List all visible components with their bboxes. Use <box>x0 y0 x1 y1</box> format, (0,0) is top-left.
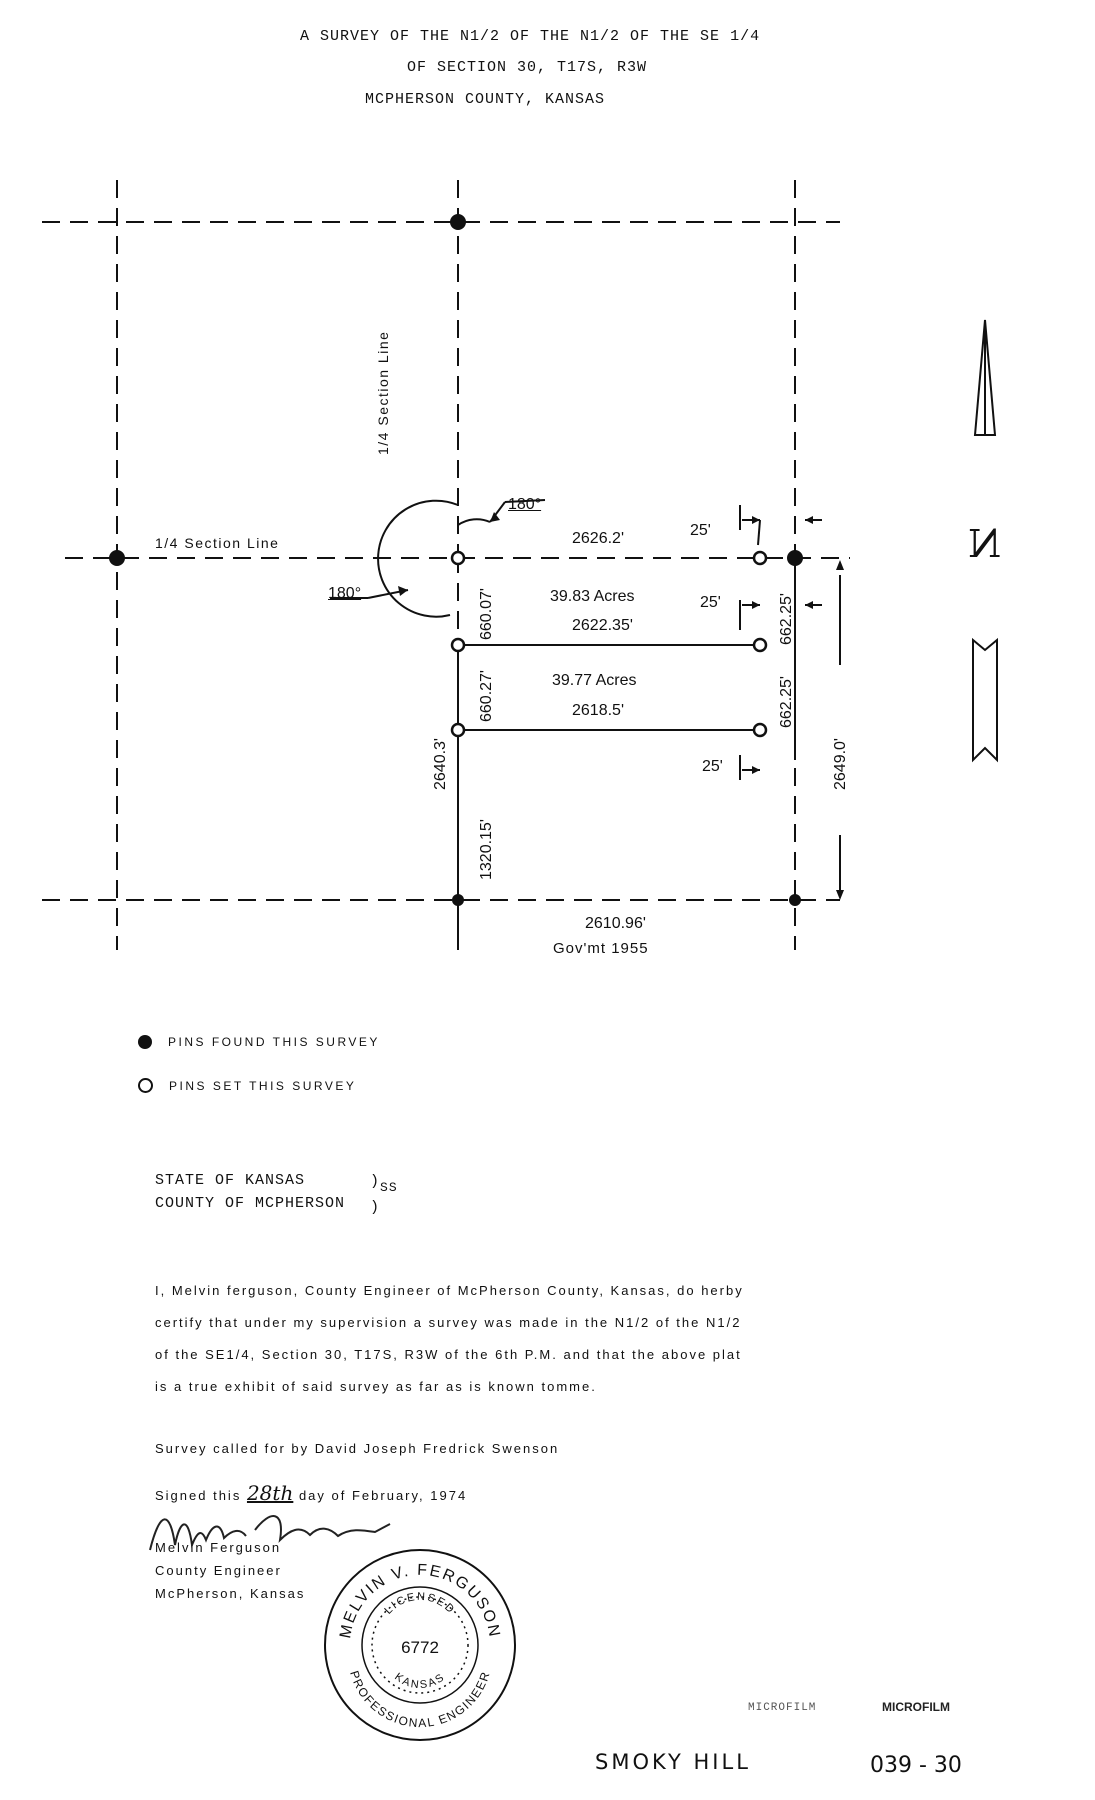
filled-pin-icon <box>138 1035 152 1049</box>
dim-left-lower: 1320.15' <box>478 819 495 880</box>
pin-found <box>789 894 801 906</box>
dim-offset-2: 25' <box>700 594 721 611</box>
pin-found <box>109 550 125 566</box>
dim-right-seg1: 662.25' <box>778 593 795 645</box>
pin-set <box>752 722 768 738</box>
venue-ss-label: SS <box>380 1180 398 1195</box>
legend-set-label: Pins set this survey <box>169 1078 357 1093</box>
pin-found <box>452 894 464 906</box>
quarter-line-label-horizontal: 1/4 Section Line <box>155 535 280 551</box>
signed-suffix: day of February, 1974 <box>298 1488 468 1503</box>
venue-state: STATE OF KANSAS <box>155 1172 306 1189</box>
pin-set <box>752 637 768 653</box>
north-symbol: N <box>968 520 1002 564</box>
dim-offset-1: 25' <box>690 522 711 539</box>
angle-arc-top <box>457 518 491 526</box>
engineer-name: Melvin Ferguson <box>155 1540 282 1555</box>
venue-county: COUNTY OF MCPHERSON <box>155 1195 346 1212</box>
pin-set <box>450 550 466 566</box>
pins-found <box>109 214 803 906</box>
certification-line1: I, Melvin ferguson, County Engineer of M… <box>155 1283 744 1298</box>
certification-line2: certify that under my supervision a surv… <box>155 1315 742 1330</box>
dim-bottom-length: 2610.96' <box>585 915 646 932</box>
legend-found-label: Pins found this survey <box>168 1035 380 1049</box>
dim-right-seg2: 662.25' <box>778 676 795 728</box>
venue-ss: )SS) <box>370 1173 398 1216</box>
engineer-location: McPherson, Kansas <box>155 1586 306 1601</box>
microfilm-stamp-1: MICROFILM <box>748 1702 817 1714</box>
angle-label-left: 180° <box>328 585 362 602</box>
seal-number: 6772 <box>401 1638 439 1657</box>
dim-top-length: 2626.2' <box>572 530 624 547</box>
signed-prefix: Signed this <box>155 1488 242 1503</box>
pin-set <box>752 550 768 566</box>
dim-tract1-acres: 39.83 Acres <box>550 588 635 605</box>
pins-set <box>450 550 768 738</box>
dim-tract2-acres: 39.77 Acres <box>552 672 637 689</box>
signed-day: 28th <box>246 1481 294 1505</box>
legend-found: Pins found this survey <box>138 1035 380 1049</box>
signature <box>149 1515 391 1551</box>
pin-found <box>787 550 803 566</box>
dim-left-seg1: 660.07' <box>478 588 495 640</box>
dim-offset-3: 25' <box>702 758 723 775</box>
plat-diagram <box>42 180 998 950</box>
dim-right-total: 2649.0' <box>832 738 849 790</box>
location-note: SMOKY HILL <box>595 1750 751 1774</box>
certification-line3: of the SE1/4, Section 30, T17S, R3W of t… <box>155 1347 742 1362</box>
engineer-title: County Engineer <box>155 1563 282 1578</box>
legend-set: Pins set this survey <box>138 1078 356 1093</box>
open-pin-icon <box>138 1078 153 1093</box>
angle-arc-left <box>377 499 459 618</box>
engineer-seal: MELVIN V. FERGUSON PROFESSIONAL ENGINEER… <box>324 1549 516 1741</box>
angle-label-top: 180° <box>508 496 542 513</box>
signed-line: Signed this 28th day of February, 1974 <box>155 1477 467 1512</box>
dim-tract1-length: 2622.35' <box>572 617 633 634</box>
dim-left-seg2: 660.27' <box>478 670 495 722</box>
survey-title-line1: A SURVEY OF THE N1/2 OF THE N1/2 OF THE … <box>300 28 761 45</box>
survey-title-line3: MCPHERSON COUNTY, KANSAS <box>365 91 606 108</box>
dim-bottom-note: Gov'mt 1955 <box>553 940 649 957</box>
pin-set <box>450 637 466 653</box>
record-code: 039 - 30 <box>870 1753 962 1778</box>
pin-set <box>450 722 466 738</box>
certification-line4: is a true exhibit of said survey as far … <box>155 1379 597 1394</box>
survey-called-for: Survey called for by David Joseph Fredri… <box>155 1441 560 1456</box>
dim-left-total: 2640.3' <box>432 738 449 790</box>
pin-found <box>450 214 466 230</box>
quarter-line-label-vertical: 1/4 Section Line <box>375 330 391 455</box>
microfilm-stamp-2: MICROFILM <box>882 1700 950 1714</box>
dim-tract2-length: 2618.5' <box>572 702 624 719</box>
survey-title-line2: OF SECTION 30, T17S, R3W <box>407 59 648 76</box>
